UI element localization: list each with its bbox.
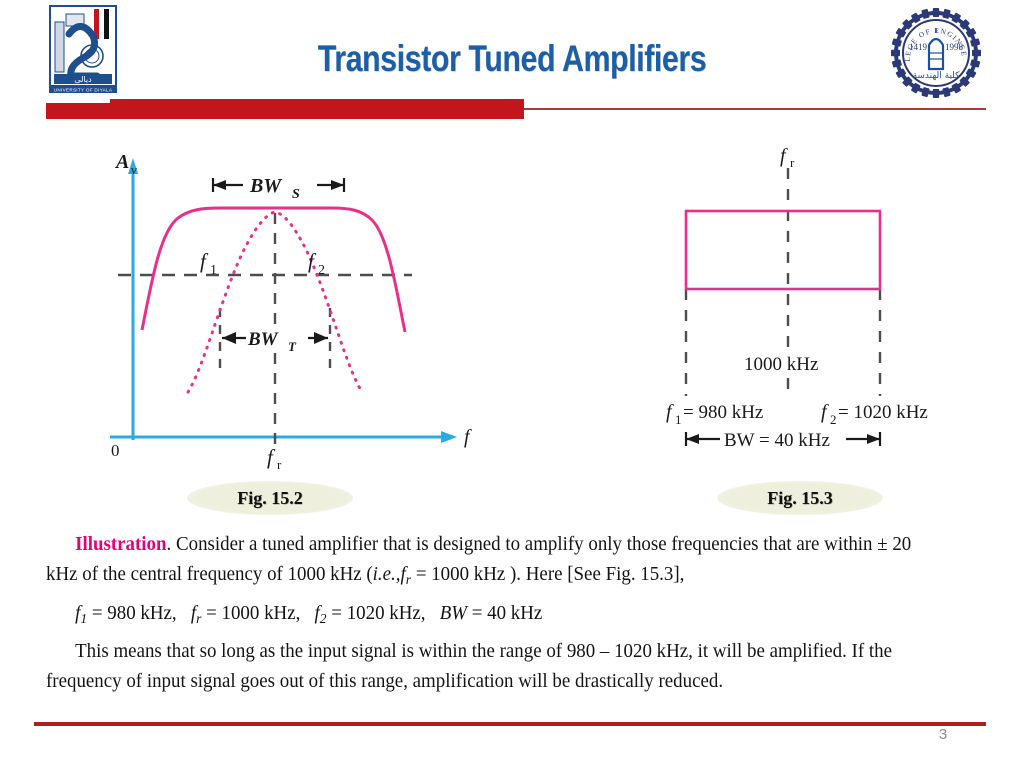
figures-area: A v f 0 BW S — [0, 128, 1024, 528]
illustration-ie: i.e., — [372, 564, 401, 585]
slide-header: ديالى UNIVERSITY OF DIYALA Transistor Tu… — [0, 0, 1024, 128]
illustration-text-b: = 1000 kHz ). Here [See Fig. 15.3], — [411, 564, 685, 585]
eq-f1-value: = 980 kHz, — [87, 602, 177, 624]
figure-15-2: A v f 0 BW S — [100, 140, 480, 470]
page-title: Transistor Tuned Amplifiers — [317, 38, 707, 79]
ideal-passband-rect — [684, 209, 882, 291]
eq-bw: BW — [439, 602, 468, 624]
eq-f2-sub: 2 — [319, 610, 327, 627]
f1-label: f — [200, 249, 209, 273]
eq-f1-sub: 1 — [80, 610, 88, 627]
header-divider-line — [524, 108, 986, 110]
illustration-fr: f — [400, 564, 406, 585]
f2-label-sub: 2 — [830, 412, 837, 427]
eq-fr: f — [190, 602, 197, 624]
figure-15-3-caption: Fig. 15.3 — [717, 481, 883, 515]
fr-label: f — [780, 146, 788, 167]
illustration-keyword: Illustration — [75, 534, 167, 555]
x-axis-label: f — [464, 426, 472, 448]
college-logo-year-hijri: 1419 — [909, 42, 928, 52]
illustration-fr-sub: r — [405, 571, 412, 588]
eq-f2: f — [314, 602, 320, 624]
single-tuned-response-curve — [186, 210, 364, 394]
fr-label-sub: r — [277, 457, 282, 470]
college-logo-arabic: كلية الهندسة — [913, 71, 961, 81]
f2-label: f — [821, 401, 829, 423]
center-frequency-label: 1000 kHz — [744, 354, 818, 375]
illustration-text-a: . Consider a tuned amplifier that is des… — [46, 534, 912, 585]
f1-label-sub: 1 — [210, 263, 217, 278]
bwt-label: BW — [247, 329, 279, 350]
bw-label: BW = 40 kHz — [724, 430, 830, 451]
eq-fr-value: = 1000 kHz, — [201, 602, 301, 624]
footer-divider — [34, 722, 986, 726]
fr-label-sub: r — [790, 155, 795, 170]
figure-15-3: f r 1000 kHz f 1 = 980 kHz f 2 = 1020 kH… — [648, 146, 968, 466]
fr-label: f — [267, 445, 276, 469]
figure-15-2-caption: Fig. 15.2 — [187, 481, 353, 515]
y-axis-label: A — [114, 151, 129, 173]
bwt-label-sub: T — [288, 339, 297, 354]
stagger-tuned-response-curve — [140, 206, 407, 333]
illustration-paragraph: Illustration. Consider a tuned amplifier… — [46, 530, 919, 595]
x-axis-arrow — [441, 431, 457, 443]
explanation-paragraph: This means that so long as the input sig… — [46, 640, 892, 692]
f2-label-sub: 2 — [318, 263, 325, 278]
university-of-diyala-logo: ديالى UNIVERSITY OF DIYALA — [47, 4, 119, 96]
frequency-equation-line: f1 = 980 kHz, fr = 1000 kHz, f2 = 1020 k… — [46, 599, 919, 634]
f1-label-sub: 1 — [675, 412, 682, 427]
f1-label: f — [666, 401, 674, 423]
logo-left-label: UNIVERSITY OF DIYALA — [54, 88, 113, 93]
college-of-engineering-logo: COLLEGE OF ENGINEERING 1419 1998 كلية ال… — [884, 6, 988, 100]
y-axis-arrow — [128, 158, 138, 174]
eq-bw-value: = 40 kHz — [467, 602, 543, 624]
f2-value: = 1020 kHz — [838, 402, 928, 423]
y-axis-label-sub: v — [131, 162, 137, 177]
eq-fr-sub: r — [196, 610, 202, 627]
header-divider-accent — [110, 99, 524, 104]
page-number: 3 — [938, 726, 948, 743]
f1-value: = 980 kHz — [683, 402, 763, 423]
eq-f2-value: = 1020 kHz, — [326, 602, 426, 624]
illustration-body: Illustration. Consider a tuned amplifier… — [46, 530, 919, 697]
bws-label: BW — [249, 175, 282, 197]
eq-f1: f — [75, 602, 81, 624]
logo-left-arabic: ديالى — [74, 75, 92, 84]
header-divider-bar — [46, 103, 524, 119]
bws-label-sub: S — [292, 187, 300, 202]
f2-label: f — [308, 249, 317, 273]
origin-label: 0 — [111, 441, 120, 460]
college-logo-year-gregorian: 1998 — [945, 42, 964, 52]
